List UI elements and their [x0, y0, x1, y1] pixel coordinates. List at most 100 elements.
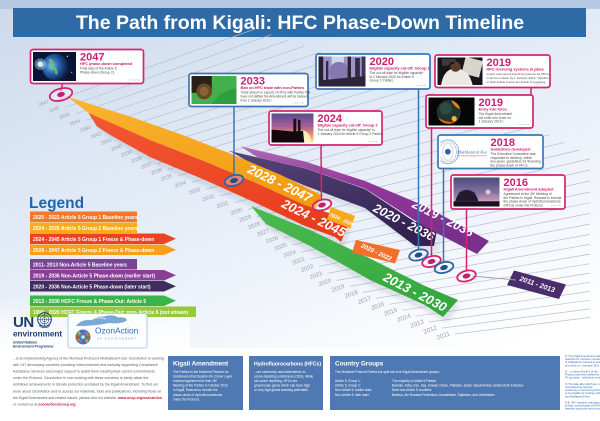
- svg-text:2018: 2018: [491, 137, 515, 149]
- svg-text:the phase-down of HFCs.: the phase-down of HFCs.: [491, 164, 529, 168]
- svg-text:Multilateral Fund: Multilateral Fund: [456, 149, 491, 154]
- svg-text:2033: 2033: [188, 187, 201, 197]
- svg-text:© photo credit: © photo credit: [517, 123, 529, 126]
- svg-text:2041: 2041: [100, 137, 113, 147]
- svg-text:the Multilateral Fund.: the Multilateral Fund.: [565, 394, 590, 398]
- svg-text:will enter into force on: will enter into force on: [479, 116, 512, 120]
- svg-text:2046: 2046: [48, 105, 60, 113]
- svg-text:environment: environment: [13, 330, 62, 339]
- svg-text:Ban on HFC trade with non-Part: Ban on HFC trade with non-Parties: [241, 85, 305, 90]
- svg-text:phase-down of hydrofluorocarbo: phase-down of hydrofluorocarbons: [173, 393, 222, 397]
- svg-text:2030: 2030: [230, 207, 244, 217]
- svg-text:The Kigali Amendment: The Kigali Amendment: [479, 112, 513, 116]
- svg-text:N.B. HFC baseline calculations: N.B. HFC baseline calculations also: [565, 401, 600, 405]
- svg-text:1) The Kigali Amendment has: 1) The Kigali Amendment has: [565, 354, 600, 358]
- svg-text:2021: 2021: [309, 271, 323, 281]
- svg-text:2032: 2032: [202, 194, 215, 204]
- svg-text:2037: 2037: [140, 161, 153, 171]
- svg-text:2023: 2023: [291, 257, 305, 267]
- svg-text:2018: 2018: [344, 290, 359, 300]
- svg-text:Legend: Legend: [29, 195, 84, 212]
- svg-text:© photo credit: © photo credit: [128, 79, 140, 82]
- svg-text:2031: 2031: [216, 200, 229, 210]
- svg-text:under the Protocol. OzonAction: under the Protocol. OzonAction is now wo…: [13, 376, 148, 380]
- svg-text:UN: UN: [13, 314, 34, 331]
- svg-text:2047: 2047: [80, 52, 104, 64]
- svg-text:The Parties to the Montreal Pr: The Parties to the Montreal Protocol on: [173, 370, 229, 374]
- svg-text:2025: 2025: [274, 243, 288, 253]
- svg-text:have not ratified the Amendmen: have not ratified the Amendment will be …: [241, 94, 308, 98]
- svg-text:Environment Programme: Environment Programme: [13, 345, 54, 349]
- svg-text:2028: 2028: [247, 221, 261, 231]
- svg-text:more about OzonAction and to a: more about OzonAction and to access our …: [13, 389, 161, 393]
- svg-text:2020 - 2036 Non-Article 5 Phas: 2020 - 2036 Non-Article 5 Phase-down (la…: [33, 285, 151, 291]
- svg-text:baseline production and consum: baseline production and consumption.: [565, 407, 600, 411]
- svg-text:the Kigali Amendment and relat: the Kigali Amendment and related issues,…: [13, 396, 162, 400]
- svg-text:reached the minimum number: reached the minimum number: [565, 357, 600, 361]
- svg-text:2035: 2035: [160, 173, 173, 183]
- svg-text:Entry into force: Entry into force: [479, 107, 508, 112]
- svg-text:The cut-off date for eligible: The cut-off date for eligible capacity*: [370, 71, 425, 75]
- svg-text:1 January 2024 for Article 5 G: 1 January 2024 for Article 5 Group 2 Par…: [318, 132, 384, 136]
- svg-text:ozone depleting substances (OD: ozone depleting substances (ODS). While: [254, 375, 313, 379]
- svg-text:or very high global warming po: or very high global warming potentials.: [254, 388, 309, 392]
- svg-text:of ratifications required to e: of ratifications required to enter: [565, 360, 600, 364]
- svg-text:The cut-off date for eligible: The cut-off date for eligible capacity* …: [318, 128, 376, 132]
- svg-text:include a percentage of HCFC: include a percentage of HCFC: [565, 404, 600, 408]
- svg-text:requested to develop, within: requested to develop, within: [491, 156, 533, 160]
- svg-text:(HFCs) under the Protocol.: (HFCs) under the Protocol.: [504, 204, 544, 208]
- svg-text:...is an Implementing Agency o: ...is an Implementing Agency of the Mont…: [13, 357, 164, 361]
- svg-text:Eligible capacity cut-off: Gro: Eligible capacity cut-off: Group 1: [370, 66, 431, 71]
- svg-text:2014: 2014: [396, 312, 412, 323]
- svg-text:2024: 2024: [318, 113, 343, 125]
- svg-text:2047: 2047: [38, 99, 50, 107]
- svg-text:2029: 2029: [239, 214, 253, 224]
- svg-text:2043: 2043: [80, 124, 93, 133]
- svg-text:2036: 2036: [150, 167, 163, 177]
- svg-text:2015: 2015: [383, 306, 399, 317]
- svg-text:2017: 2017: [357, 296, 372, 306]
- svg-text:Final step of the Article 5: Final step of the Article 5: [80, 66, 117, 70]
- svg-text:producing or consuming HFCs: producing or consuming HFCs: [565, 388, 600, 392]
- svg-text:ambitious achievements in clim: ambitious achievements in climate protec…: [13, 383, 158, 387]
- svg-text:two years, guidelines for fina: two years, guidelines for financing: [491, 160, 542, 164]
- svg-text:in Kigali, Rwanda to include t: in Kigali, Rwanda to include the: [173, 388, 218, 392]
- svg-text:1 January 2019.¹: 1 January 2019.¹: [479, 120, 505, 124]
- svg-text:2011- 2013 Non-Article 5 Basel: 2011- 2013 Non-Article 5 Baseline years: [33, 263, 127, 269]
- svg-text:2024: 2024: [283, 250, 297, 260]
- svg-text:2028 - 2047 Article 5 Group 2: 2028 - 2047 Article 5 Group 2 Freeze & P…: [33, 248, 154, 254]
- svg-text:2016: 2016: [504, 177, 528, 189]
- svg-text:...are commonly-used alternati: ...are commonly-used alternatives to: [254, 370, 306, 374]
- svg-text:© photo credit: © photo credit: [414, 84, 426, 87]
- svg-text:not ozone depleting, HFCs are: not ozone depleting, HFCs are: [254, 379, 297, 383]
- svg-text:2040: 2040: [110, 143, 123, 153]
- svg-text:Non-Article 5, later start: Be: Non-Article 5, later start: Belarus, the…: [335, 393, 495, 397]
- svg-text:2012: 2012: [423, 324, 439, 336]
- svg-text:Import and export licencing sy: Import and export licencing systems for …: [487, 72, 550, 76]
- svg-text:must be in place by 1 January: must be in place by 1 January 2019. *App…: [487, 76, 549, 80]
- svg-text:Hydrofluorocarbons (HFCs): Hydrofluorocarbons (HFCs): [254, 362, 321, 368]
- svg-text:to both Article 5 and non Arti: to both Article 5 and non Article 5 coun…: [487, 80, 547, 84]
- svg-text:FOR THE IMPLEMENTATION OF THE: FOR THE IMPLEMENTATION OF THE MONTREAL P…: [457, 154, 503, 157]
- svg-text:2019: 2019: [487, 57, 511, 69]
- svg-text:2044: 2044: [69, 118, 81, 127]
- svg-text:United Nations: United Nations: [13, 341, 37, 345]
- svg-text:2020: 2020: [318, 278, 333, 288]
- svg-text:2) ...or when Article 5 of the: 2) ...or when Article 5 of the: [565, 370, 598, 374]
- svg-text:is not eligible for funding un: is not eligible for funding under: [565, 391, 600, 395]
- svg-text:the Parties in Kigali, Rwanda: the Parties in Kigali, Rwanda to include: [504, 196, 562, 200]
- svg-text:2027: 2027: [256, 228, 270, 238]
- svg-text:2045: 2045: [59, 112, 71, 121]
- svg-text:Eligible capacity cut-off: Gro: Eligible capacity cut-off: Group 2: [318, 123, 379, 128]
- svg-text:2019: 2019: [331, 284, 346, 294]
- svg-text:2020: 2020: [370, 56, 394, 68]
- svg-text:2026: 2026: [265, 236, 279, 246]
- svg-text:2019: 2019: [479, 97, 503, 109]
- svg-text:2011: 2011: [436, 330, 452, 341]
- svg-text:Trade (import or export) of HF: Trade (import or export) of HFCs with Pa…: [241, 90, 311, 94]
- svg-text:2019 - 2036 Non-Article 5 Phas: 2019 - 2036 Non-Article 5 Phase-down (ea…: [33, 274, 155, 280]
- svg-text:© photo credit: © photo credit: [549, 204, 561, 207]
- svg-text:Kigali Amendment: Kigali Amendment: [173, 361, 229, 368]
- svg-text:UN ENVIRONMENT: UN ENVIRONMENT: [97, 338, 137, 341]
- svg-text:2022: 2022: [300, 264, 314, 274]
